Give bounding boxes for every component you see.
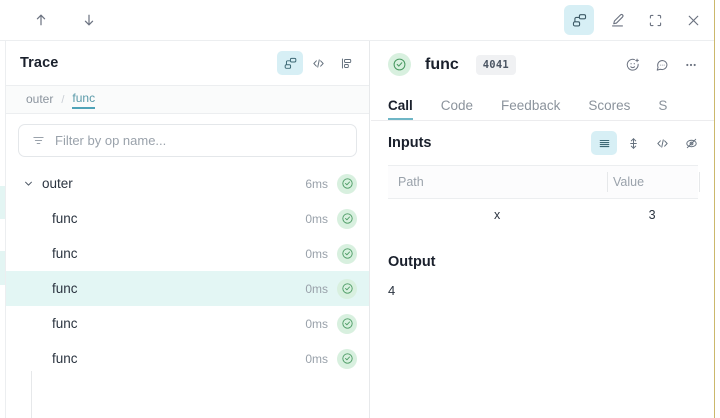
tree-row-func-selected[interactable]: func 0ms [6,271,369,306]
top-toolbar-actions [564,0,708,40]
cell-path: x [494,208,501,222]
output-section: Output 4 [371,231,714,298]
trace-panel-header: Trace [6,41,369,86]
filter-input-wrapper[interactable]: Filter by op name... [18,124,357,157]
tab-summary-truncated[interactable]: S [658,98,668,113]
rail-highlight-segment [0,251,5,285]
filter-section: Filter by op name... [6,114,369,166]
tree-row-label: func [52,246,78,261]
tree-row-duration: 0ms [305,211,328,226]
breadcrumb-item-func[interactable]: func [72,91,96,109]
nav-down-button[interactable] [74,5,104,35]
call-name: func [425,55,459,73]
tree-row-func[interactable]: func 0ms [6,341,369,376]
tree-row-label: outer [42,176,73,191]
hide-eye-icon[interactable] [678,131,704,155]
flame-graph-icon[interactable] [333,51,359,75]
trace-tree: outer 6ms func 0ms func [6,166,369,418]
nav-up-button[interactable] [26,5,56,35]
more-options-icon[interactable] [678,52,704,78]
tree-row-duration: 0ms [305,281,328,296]
tree-row-duration: 0ms [305,351,328,366]
inputs-view-icons [591,131,704,155]
top-toolbar-nav [26,0,104,40]
expand-vertical-icon[interactable] [620,131,646,155]
inputs-table-header: Path Value [388,166,700,199]
tree-row-duration: 0ms [305,246,328,261]
tree-row-func[interactable]: func 0ms [6,306,369,341]
breadcrumb-separator: / [61,93,65,106]
rail-highlight-segment [0,186,5,219]
detail-tabs: Call Code Feedback Scores S [371,88,714,121]
call-status-success-icon [388,53,411,76]
trace-panel-header-icons [277,51,359,75]
call-actions [620,52,704,78]
tree-row-duration: 0ms [305,316,328,331]
trace-panel: Trace [6,41,370,418]
tab-code[interactable]: Code [440,98,474,113]
tree-row-func[interactable]: func 0ms [6,236,369,271]
inputs-header: Inputs [371,121,714,165]
tab-scores[interactable]: Scores [588,98,631,113]
tree-row-label: func [52,316,78,331]
right-edge-border [714,0,720,418]
inputs-title: Inputs [388,135,432,151]
stacked-layers-icon[interactable] [277,51,303,75]
filter-icon [31,133,46,148]
status-success-icon [337,243,357,264]
column-divider[interactable] [699,172,700,192]
top-toolbar [0,0,720,41]
add-reaction-icon[interactable] [620,52,646,78]
inputs-table: Path Value x 3 [388,165,700,231]
tab-feedback[interactable]: Feedback [501,98,561,113]
inputs-section: Inputs [371,121,714,231]
code-brackets-icon[interactable] [305,51,331,75]
column-header-value: Value [613,175,645,189]
column-divider[interactable] [607,172,608,192]
tree-row-func[interactable]: func 0ms [6,201,369,236]
cell-value: 3 [648,208,656,222]
left-edge-rail [0,41,6,418]
tree-row-outer[interactable]: outer 6ms [6,166,369,201]
list-view-icon[interactable] [591,131,617,155]
close-button[interactable] [678,5,708,35]
tree-row-label: func [52,351,78,366]
breadcrumb-item-outer[interactable]: outer [26,92,54,106]
fullscreen-button[interactable] [640,5,670,35]
output-title: Output [388,254,436,270]
call-detail-panel: func 4041 [371,41,714,418]
call-header: func 4041 [371,41,714,88]
code-brackets-icon[interactable] [649,131,675,155]
comment-icon[interactable] [649,52,675,78]
table-row[interactable]: x 3 [388,199,698,231]
tree-row-duration: 6ms [305,176,328,191]
breadcrumb: outer / func [6,86,369,114]
column-header-path: Path [398,175,424,189]
filter-input-placeholder: Filter by op name... [55,133,167,148]
status-success-icon [337,173,357,194]
status-success-icon [337,348,357,369]
call-id-badge[interactable]: 4041 [475,54,516,75]
tab-call[interactable]: Call [388,98,413,120]
tree-row-label: func [52,211,78,226]
chevron-down-icon[interactable] [20,177,36,190]
status-success-icon [337,278,357,299]
status-success-icon [337,313,357,334]
trace-panel-title: Trace [20,55,59,71]
tree-row-label: func [52,281,78,296]
tree-indent-guide [31,371,32,418]
status-success-icon [337,208,357,229]
stacked-layers-toggle-button[interactable] [564,5,594,35]
output-value: 4 [388,283,396,298]
pen-highlight-button[interactable] [602,5,632,35]
